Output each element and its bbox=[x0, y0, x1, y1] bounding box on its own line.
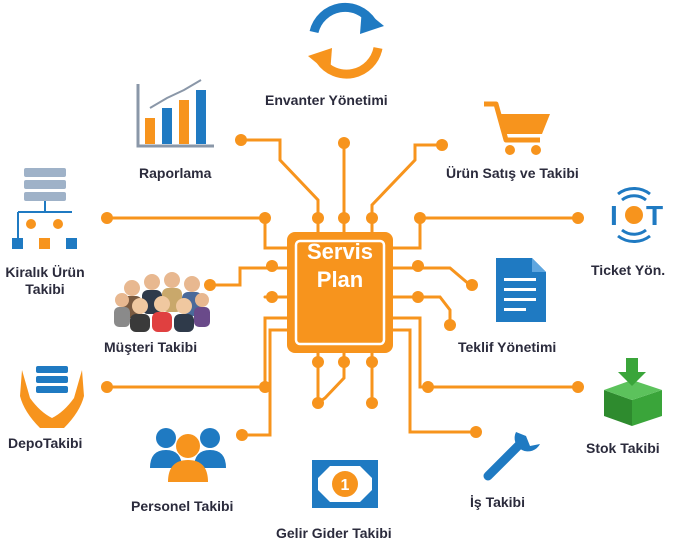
label-ticket: Ticket Yön. bbox=[591, 262, 666, 278]
banknote-digit: 1 bbox=[341, 477, 350, 494]
banknote-icon: 1 bbox=[312, 460, 378, 508]
iot-icon: I T bbox=[610, 187, 663, 243]
label-raporlama: Raporlama bbox=[139, 165, 212, 181]
label-personel: Personel Takibi bbox=[131, 498, 234, 514]
people-group-icon bbox=[114, 272, 210, 332]
center-title-line1: Servis bbox=[306, 239, 374, 264]
center-title: Servis Plan bbox=[290, 238, 390, 294]
label-gelir-gider: Gelir Gider Takibi bbox=[276, 525, 392, 541]
server-in-hands-icon bbox=[20, 366, 84, 428]
circuit-nodes bbox=[101, 134, 584, 441]
shopping-cart-icon bbox=[484, 101, 550, 155]
label-urun-satis: Ürün Satış ve Takibi bbox=[446, 165, 579, 181]
label-musteri: Müşteri Takibi bbox=[104, 339, 198, 355]
label-is: İş Takibi bbox=[470, 494, 525, 510]
personnel-icon bbox=[150, 428, 226, 482]
iot-letter-i: I bbox=[610, 200, 618, 231]
central-chip bbox=[287, 232, 393, 353]
label-kiralik-line1: Kiralık Ürün bbox=[5, 264, 85, 280]
label-stok: Stok Takibi bbox=[586, 440, 660, 456]
label-kiralik: Kiralık Ürün Takibi bbox=[2, 264, 88, 298]
wrench-icon bbox=[483, 432, 540, 481]
label-envanter: Envanter Yönetimi bbox=[265, 92, 388, 108]
document-icon bbox=[496, 258, 546, 322]
center-title-line2: Plan bbox=[316, 267, 364, 292]
database-tree-icon bbox=[12, 168, 77, 249]
refresh-icon bbox=[308, 2, 384, 79]
package-download-icon bbox=[604, 358, 662, 426]
label-teklif: Teklif Yönetimi bbox=[458, 339, 557, 355]
label-depo: DepoTakibi bbox=[8, 435, 83, 451]
bar-chart-icon bbox=[136, 79, 214, 148]
iot-letter-t: T bbox=[646, 200, 663, 231]
label-kiralik-line2: Takibi bbox=[25, 281, 65, 297]
